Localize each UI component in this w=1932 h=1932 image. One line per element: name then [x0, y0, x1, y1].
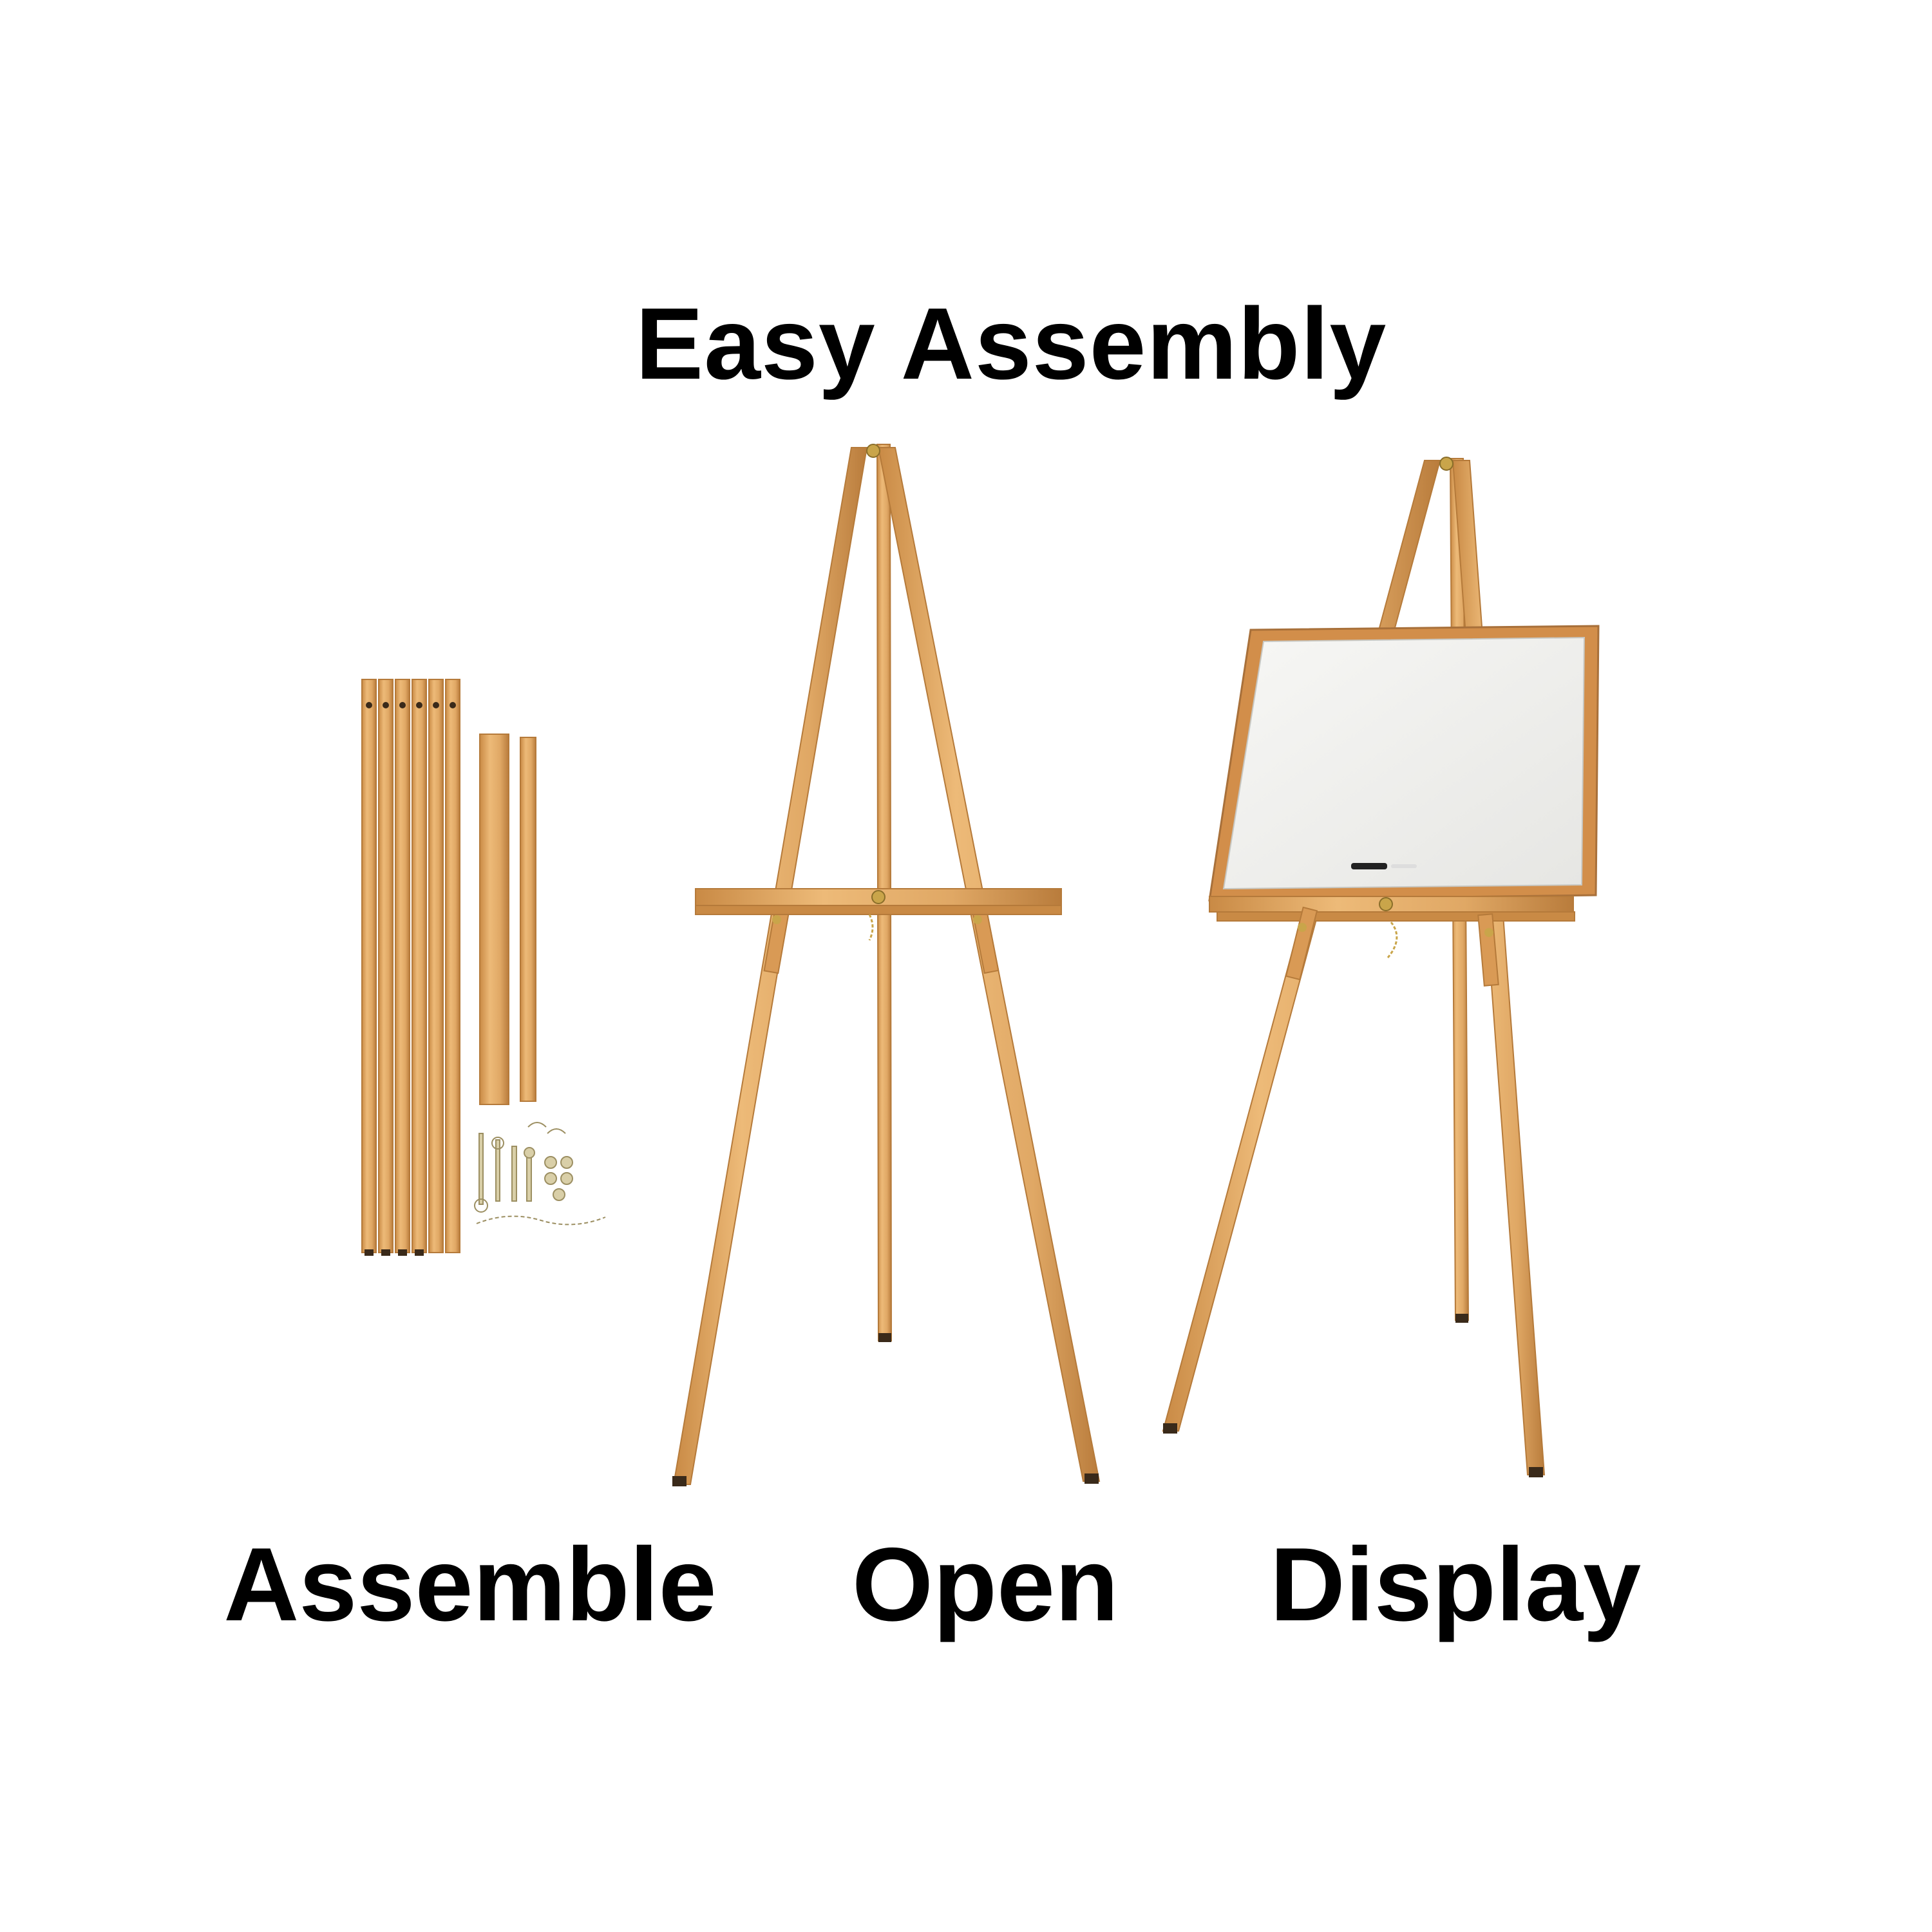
open-easel-icon — [672, 444, 1101, 1486]
tray-pieces — [479, 734, 536, 1105]
leg-pieces — [361, 679, 460, 1256]
hardware-pieces — [474, 1122, 606, 1226]
easel-with-whiteboard-icon — [1162, 457, 1600, 1477]
disassembled-easel-parts-icon — [361, 679, 606, 1256]
page-title: Easy Assembly — [635, 287, 1387, 401]
step-label-assemble: Assemble — [223, 1526, 717, 1643]
step-label-display: Display — [1269, 1526, 1642, 1643]
step-label-open: Open — [851, 1526, 1119, 1643]
